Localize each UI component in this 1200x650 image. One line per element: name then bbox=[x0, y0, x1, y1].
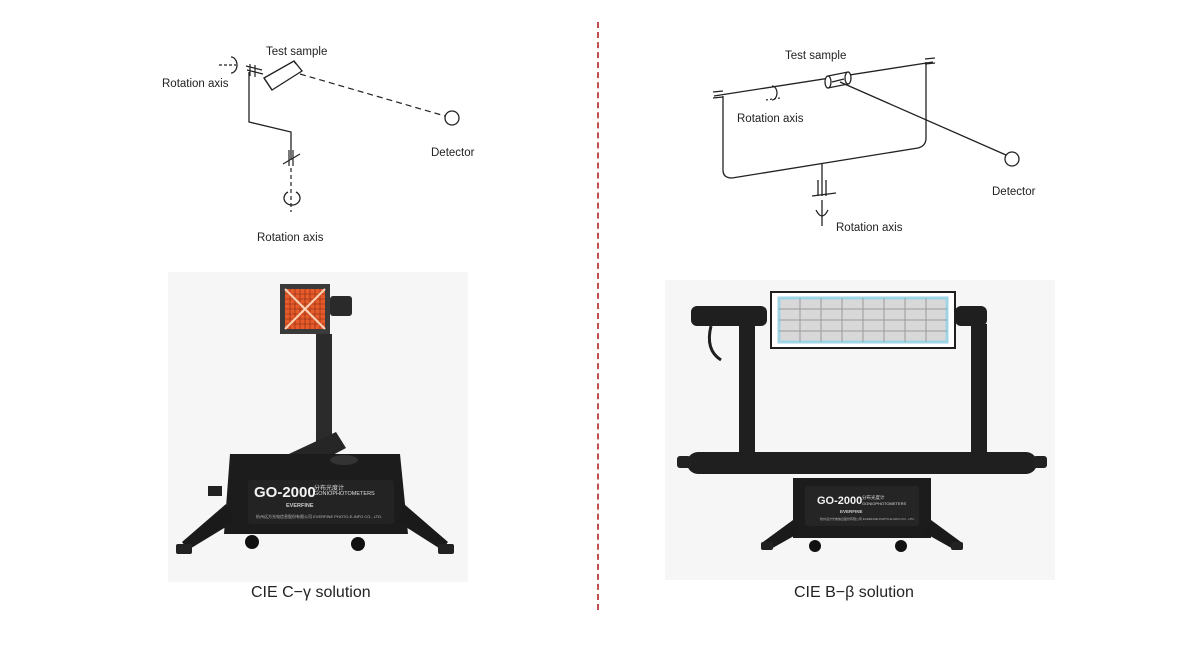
b-beta-diagram bbox=[712, 57, 1020, 226]
rotation-axis-symbol-top bbox=[219, 56, 238, 74]
panel-divider bbox=[597, 22, 599, 610]
left-leg bbox=[182, 504, 234, 550]
detector-line bbox=[299, 73, 446, 117]
device-company: 杭州远方光电信息股份有限公司 EVERFINE PHOTO-E-INFO CO.… bbox=[256, 514, 383, 519]
right-arm-housing bbox=[955, 306, 987, 326]
label-test-sample: Test sample bbox=[785, 50, 847, 62]
rotation-arm bbox=[248, 72, 292, 160]
test-sample-box bbox=[263, 60, 303, 91]
detector-circle bbox=[444, 110, 460, 126]
label-detector: Detector bbox=[992, 186, 1036, 198]
device-model: GO-2000 bbox=[254, 484, 316, 501]
label-rotation-axis-top: Rotation axis bbox=[162, 78, 229, 90]
device-en-name: GONIOPHOTOMETERS bbox=[862, 501, 907, 506]
frame bbox=[722, 62, 927, 179]
caption-c-gamma: CIE C−γ solution bbox=[251, 584, 371, 601]
rotation-axis-symbol-bottom bbox=[283, 191, 301, 206]
device-model: GO-2000 bbox=[817, 495, 863, 507]
device-cn-name: 分布光度计 bbox=[862, 495, 885, 500]
lamp-head-icon bbox=[280, 284, 352, 334]
c-gamma-diagram bbox=[219, 56, 460, 212]
rotation-axis-symbol-top bbox=[765, 85, 781, 101]
label-test-sample: Test sample bbox=[266, 46, 328, 58]
column bbox=[316, 334, 332, 454]
left-post bbox=[739, 324, 755, 460]
vertical-axis-mount bbox=[811, 164, 837, 226]
device-cn-name: 分布光度计 bbox=[314, 486, 345, 492]
device-company: 杭州远方光电信息股份有限公司 EVERFINE PHOTO-E-INFO CO.… bbox=[820, 517, 915, 521]
lamp-fixture-icon bbox=[770, 291, 956, 349]
front-panel bbox=[248, 480, 394, 524]
horizontal-axis-line bbox=[713, 61, 934, 97]
left-arm-housing bbox=[691, 306, 767, 326]
label-detector: Detector bbox=[431, 147, 475, 159]
device-brand: EVERFINE bbox=[840, 509, 863, 514]
device-brand: EVERFINE bbox=[286, 503, 314, 509]
front-panel bbox=[805, 486, 919, 526]
device-en-name: GONIOPHOTOMETERS bbox=[314, 491, 375, 497]
beam bbox=[687, 452, 1037, 474]
label-rotation-axis-bottom: Rotation axis bbox=[836, 222, 903, 234]
label-rotation-axis-top: Rotation axis bbox=[737, 113, 804, 125]
right-post bbox=[971, 324, 987, 460]
sample-mount bbox=[245, 64, 264, 77]
c-gamma-panel: Test sample Rotation axis Detector Rotat… bbox=[0, 0, 598, 650]
right-leg bbox=[398, 504, 448, 550]
b-beta-goniophotometer-photo bbox=[665, 280, 1055, 580]
c-gamma-goniophotometer-photo bbox=[168, 272, 468, 582]
caption-b-beta: CIE B−β solution bbox=[794, 584, 914, 601]
b-beta-panel: Test sample Rotation axis Detector Rotat… bbox=[600, 0, 1200, 650]
detector-circle bbox=[1004, 151, 1020, 167]
detector-line bbox=[839, 81, 1007, 156]
label-rotation-axis-bottom: Rotation axis bbox=[257, 232, 324, 244]
